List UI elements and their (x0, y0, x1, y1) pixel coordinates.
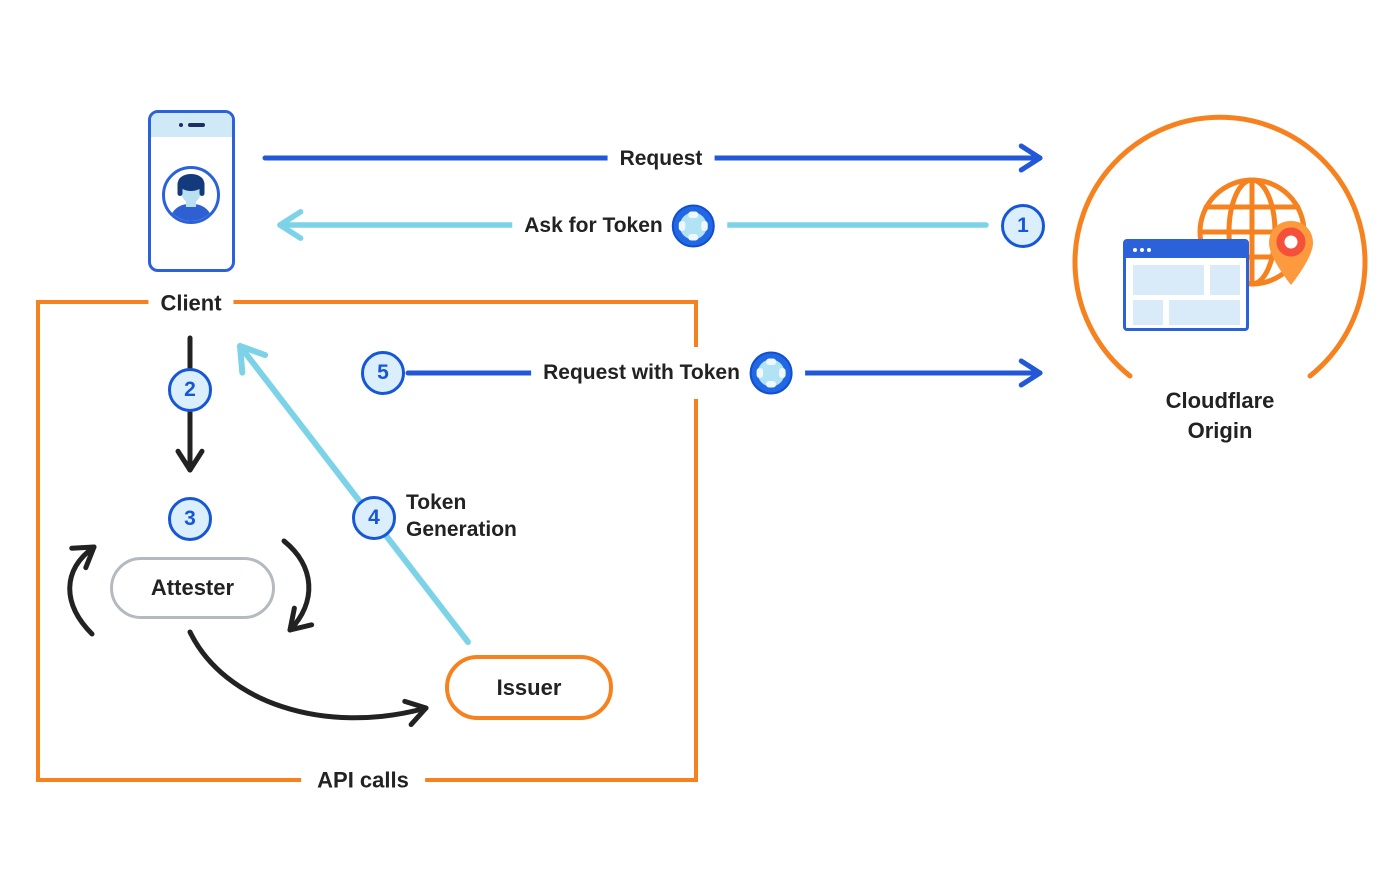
window-content-block (1133, 265, 1204, 295)
window-content-block (1133, 300, 1163, 325)
globe-icon (1197, 177, 1307, 287)
token-generation-arrow (237, 343, 471, 645)
origin-circle-outline (1072, 114, 1368, 379)
step-badge-3: 3 (168, 497, 212, 541)
step-1-number: 1 (1017, 214, 1029, 237)
window-dot-icon (1147, 248, 1151, 252)
step-badge-2: 2 (168, 368, 212, 412)
attester-to-issuer-arrow (187, 629, 429, 728)
origin-label-line1: Cloudflare (1165, 388, 1275, 413)
issuer-label: Issuer (496, 674, 562, 700)
request-label-text: Request (619, 146, 703, 170)
request-with-token-label: Request with Token (531, 347, 805, 399)
origin-label: Cloudflare Origin (1151, 384, 1289, 448)
token-icon (672, 204, 716, 248)
window-content-block (1169, 300, 1240, 325)
origin-label-line2: Origin (1187, 417, 1253, 443)
request-with-token-label-text: Request with Token (543, 360, 740, 384)
ask-for-token-label: Ask for Token (512, 200, 728, 252)
attester-label: Attester (150, 575, 235, 600)
step-badge-4: 4 (352, 496, 396, 540)
issuer-node: Issuer (445, 655, 613, 720)
attester-node: Attester (110, 557, 275, 619)
location-pin-icon (1264, 218, 1318, 290)
step-badge-5: 5 (361, 351, 405, 395)
client-label: Client (148, 285, 234, 321)
step-4-number: 4 (368, 506, 380, 529)
browser-window-titlebar (1126, 242, 1246, 258)
attester-cycle-left-arrow (67, 544, 97, 637)
api-calls-label: API calls (301, 762, 425, 798)
api-calls-label-text: API calls (317, 767, 409, 793)
token-icon (749, 351, 793, 395)
step-badge-1: 1 (1001, 204, 1045, 248)
step-5-number: 5 (377, 361, 389, 384)
window-content-block (1210, 265, 1240, 295)
request-label: Request (607, 141, 715, 177)
phone-speaker-dot (179, 123, 183, 127)
phone-icon (148, 110, 235, 272)
client-label-text: Client (160, 290, 222, 316)
token-generation-label: Token Generation (406, 489, 517, 543)
attester-cycle-right-arrow (281, 538, 315, 633)
window-dot-icon (1133, 248, 1137, 252)
phone-speaker-dash (188, 123, 205, 127)
token-generation-line2: Generation (406, 518, 517, 541)
ask-for-token-label-text: Ask for Token (524, 213, 663, 237)
browser-window-icon (1123, 239, 1249, 331)
step-2-number: 2 (184, 378, 196, 401)
window-dot-icon (1140, 248, 1144, 252)
step-3-number: 3 (184, 507, 196, 530)
token-generation-line1: Token (406, 491, 467, 514)
user-avatar-icon (162, 166, 220, 224)
